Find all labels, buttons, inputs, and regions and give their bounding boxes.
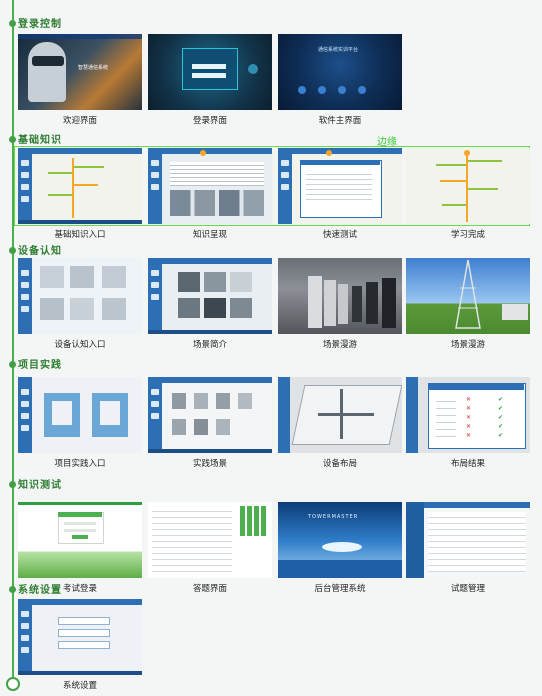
card-caption: 场景漫游 — [322, 340, 357, 350]
mindmap-thumbnail — [18, 148, 142, 224]
tower-photos — [170, 190, 264, 216]
card-caption: 试题管理 — [450, 584, 485, 594]
tower-thumbnail — [406, 258, 530, 334]
learning-complete-thumbnail — [406, 148, 530, 224]
vr-person-icon — [28, 42, 66, 102]
surfer-icon — [322, 542, 362, 552]
card-caption: 设备认知入口 — [54, 340, 106, 350]
section-dot-icon — [9, 247, 16, 254]
device-layout-thumbnail — [278, 377, 402, 453]
system-settings-thumbnail — [18, 599, 142, 675]
timeline-line — [12, 0, 14, 686]
card-caption: 场景简介 — [192, 340, 227, 350]
section-title: 知识测试 — [18, 480, 62, 491]
exam-login-thumbnail — [18, 502, 142, 578]
scene-intro-thumbnail — [148, 258, 272, 334]
practice-scene-thumbnail — [148, 377, 272, 453]
server-room-thumbnail — [278, 258, 402, 334]
card-caption: 知识呈现 — [192, 230, 227, 240]
section-dot-icon — [9, 136, 16, 143]
login-button — [72, 535, 88, 539]
marker-icon — [464, 150, 470, 156]
card-caption: 布局结果 — [450, 459, 485, 469]
login-thumbnail — [148, 34, 272, 110]
username-field — [192, 64, 226, 69]
card-caption: 场景漫游 — [450, 340, 485, 350]
check-icon: ✔✔✔✔✔ — [498, 396, 504, 439]
equipment-shed — [502, 304, 528, 320]
card-caption: 考试登录 — [62, 584, 97, 594]
mindmap-trunk — [72, 158, 74, 218]
menu-icon — [298, 86, 306, 94]
card-caption: 设备布局 — [322, 459, 357, 469]
welcome-text: 智慧通信系统 — [78, 65, 109, 71]
edge-label: 边缘 — [377, 137, 397, 148]
cross-icon: ✕✕✕✕✕ — [466, 396, 472, 439]
project-entry-thumbnail — [18, 377, 142, 453]
gear-icon — [248, 64, 258, 74]
answer-page-thumbnail — [148, 502, 272, 578]
section-dot-icon — [9, 481, 16, 488]
section-title: 系统设置 — [18, 585, 62, 596]
card-caption: 后台管理系统 — [314, 584, 366, 594]
question-management-thumbnail — [406, 502, 530, 578]
section-dot-icon — [9, 20, 16, 27]
login-panel — [182, 48, 238, 90]
marker-icon — [200, 150, 206, 156]
section-dot-icon — [9, 361, 16, 368]
marker-icon — [326, 150, 332, 156]
knowledge-thumbnail — [148, 148, 272, 224]
menu-icon — [338, 86, 346, 94]
card-caption: 项目实践入口 — [54, 459, 106, 469]
card-caption: 系统设置 — [62, 681, 97, 691]
card-caption: 登录界面 — [192, 116, 227, 126]
layout-result-thumbnail: ✕✕✕✕✕ ✔✔✔✔✔ — [406, 377, 530, 453]
equipment-entry-thumbnail — [18, 258, 142, 334]
card-caption: 实践场景 — [192, 459, 227, 469]
software-main-thumbnail: 通信系统实训平台 — [278, 34, 402, 110]
admin-banner: TOWERMASTER — [308, 514, 359, 520]
card-caption: 答题界面 — [192, 584, 227, 594]
password-field — [192, 73, 226, 78]
software-title: 通信系统实训平台 — [318, 47, 359, 53]
section-title: 基础知识 — [18, 135, 62, 146]
welcome-thumbnail: 智慧通信系统 — [18, 34, 142, 110]
card-caption: 基础知识入口 — [54, 230, 106, 240]
timeline-end-icon — [6, 677, 20, 691]
card-caption: 欢迎界面 — [62, 116, 97, 126]
card-caption: 软件主界面 — [318, 116, 362, 126]
admin-system-thumbnail: TOWERMASTER — [278, 502, 402, 578]
section-title: 登录控制 — [18, 19, 62, 30]
card-caption: 快速测试 — [322, 230, 357, 240]
vr-headset-icon — [32, 56, 64, 66]
quick-test-thumbnail — [278, 148, 402, 224]
section-title: 设备认知 — [18, 246, 62, 257]
menu-icon — [358, 86, 366, 94]
section-title: 项目实践 — [18, 360, 62, 371]
section-dot-icon — [9, 586, 16, 593]
card-caption: 学习完成 — [450, 230, 485, 240]
menu-icon — [318, 86, 326, 94]
